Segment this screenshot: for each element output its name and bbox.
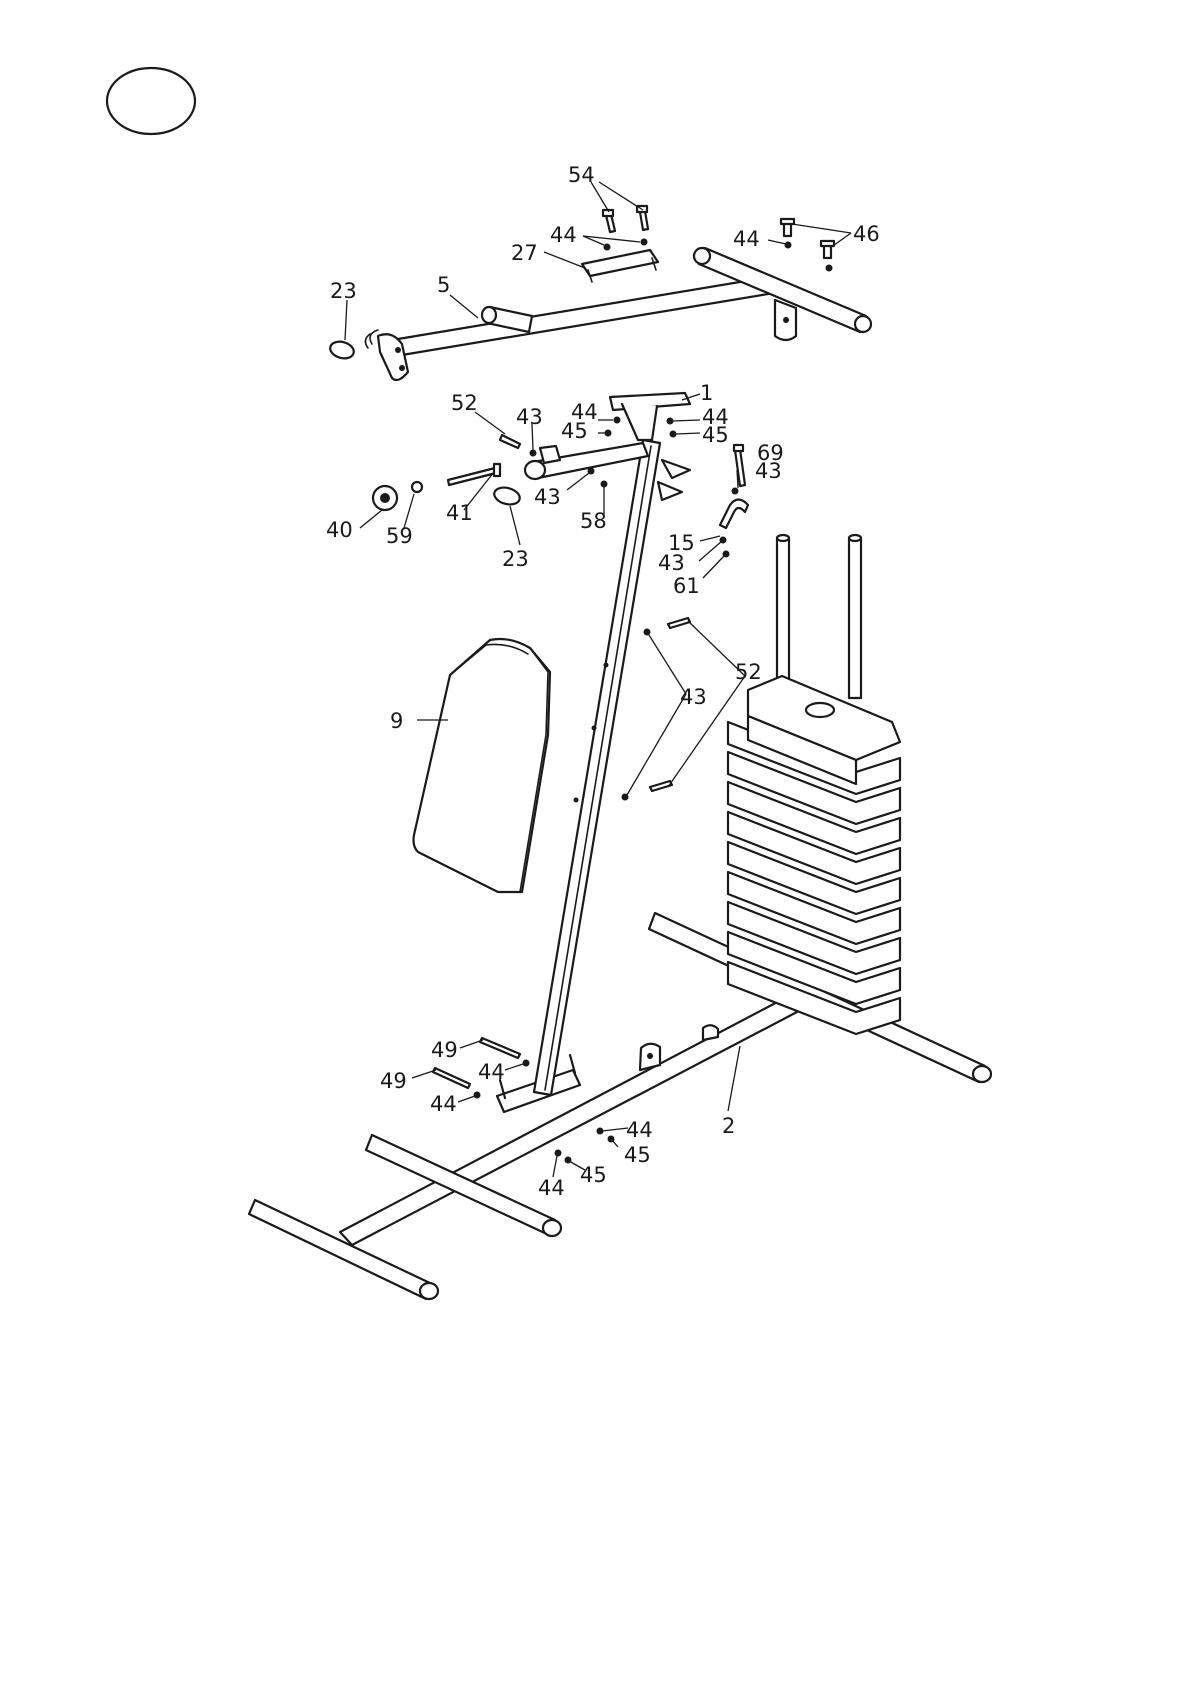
callout-43: 43 <box>516 405 543 429</box>
callout-43: 43 <box>658 551 685 575</box>
callout-41: 41 <box>446 501 473 525</box>
weight-stack <box>728 535 900 1034</box>
seat-pad <box>414 639 551 892</box>
callout-44: 44 <box>478 1060 505 1084</box>
callout-58: 58 <box>580 509 607 533</box>
callout-44: 44 <box>733 227 760 251</box>
callout-44: 44 <box>430 1092 457 1116</box>
front-arm <box>525 443 648 479</box>
callout-2: 2 <box>722 1114 735 1138</box>
callout-45: 45 <box>702 423 729 447</box>
callout-43: 43 <box>755 459 782 483</box>
callout-54: 54 <box>568 163 595 187</box>
callout-45: 45 <box>624 1143 651 1167</box>
callout-49: 49 <box>431 1038 458 1062</box>
callout-44: 44 <box>538 1176 565 1200</box>
callout-9: 9 <box>390 709 403 733</box>
part-27-bracket <box>582 250 658 282</box>
callout-27: 27 <box>511 241 538 265</box>
callout-40: 40 <box>326 518 353 542</box>
callout-43: 43 <box>680 685 707 709</box>
callout-1: 1 <box>700 381 713 405</box>
callout-44: 44 <box>550 223 577 247</box>
base-frame <box>249 913 991 1299</box>
callout-45: 45 <box>580 1163 607 1187</box>
callout-59: 59 <box>386 524 413 548</box>
callout-61: 61 <box>673 574 700 598</box>
callout-46: 46 <box>853 222 880 246</box>
callout-43: 43 <box>534 485 561 509</box>
callout-23: 23 <box>330 279 357 303</box>
callout-52: 52 <box>735 660 762 684</box>
callout-5: 5 <box>437 273 450 297</box>
callout-49: 49 <box>380 1069 407 1093</box>
callout-45: 45 <box>561 419 588 443</box>
callout-44: 44 <box>626 1118 653 1142</box>
callout-23: 23 <box>502 547 529 571</box>
step-badge <box>107 68 195 134</box>
callout-52: 52 <box>451 391 478 415</box>
